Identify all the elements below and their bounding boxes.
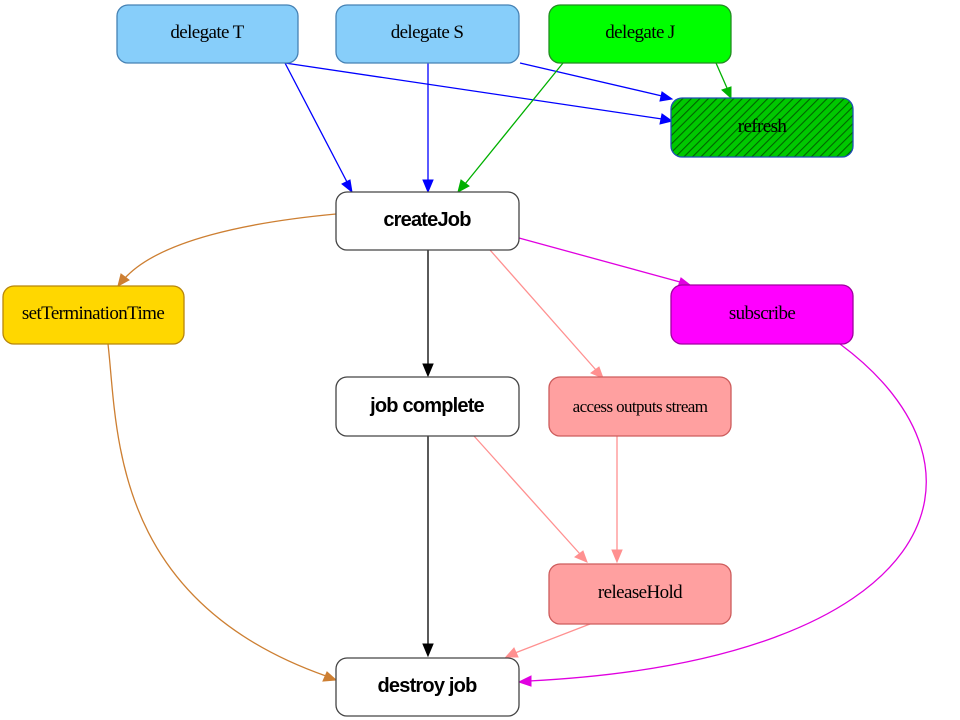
node-subscribe[interactable]: subscribe <box>670 284 854 345</box>
node-jobcomplete[interactable]: job complete <box>335 376 520 437</box>
node-label: delegate J <box>605 22 675 43</box>
edge-delegate-s-to-refresh <box>519 62 674 102</box>
node-delegate-j[interactable]: delegate J <box>548 4 732 64</box>
edge-delegate-j-to-createjob <box>457 62 564 193</box>
node-label: createJob <box>383 209 471 231</box>
edge-createjob-to-accessoutputs <box>489 249 604 379</box>
node-setterminationtime[interactable]: setTerminationTime <box>2 285 185 345</box>
node-delegate-t[interactable]: delegate T <box>116 4 299 64</box>
node-delegate-s[interactable]: delegate S <box>335 4 520 64</box>
node-label: setTerminationTime <box>22 303 164 324</box>
edge-createjob-to-jobcomplete <box>422 250 434 378</box>
node-accessoutputsstream[interactable]: access outputs stream <box>548 376 732 437</box>
edge-createjob-to-subscribe <box>518 237 692 288</box>
edge-jobcomplete-to-releasehold <box>473 435 588 563</box>
node-label: subscribe <box>729 303 796 324</box>
edge-delegate-t-to-refresh <box>284 62 674 125</box>
node-destroyjob[interactable]: destroy job <box>335 657 520 717</box>
node-refresh[interactable]: refresh <box>670 97 854 158</box>
node-label: refresh <box>738 116 788 137</box>
edge-jobcomplete-to-destroyjob <box>422 436 434 658</box>
edge-settermination-to-destroyjob <box>107 343 338 682</box>
node-releasehold[interactable]: releaseHold <box>548 563 732 625</box>
edge-accessoutputs-to-releasehold <box>611 436 623 564</box>
edge-delegate-s-to-createjob <box>422 63 434 194</box>
edges <box>107 62 927 687</box>
node-label: job complete <box>369 395 484 417</box>
edge-createjob-to-settermination <box>117 213 337 287</box>
node-label: access outputs stream <box>573 397 708 416</box>
node-label: delegate S <box>391 22 464 43</box>
node-label: destroy job <box>378 675 478 697</box>
node-label: delegate T <box>170 22 244 43</box>
edge-subscribe-to-destroyjob <box>517 343 927 687</box>
node-label: releaseHold <box>598 582 683 603</box>
node-createjob[interactable]: createJob <box>335 191 520 251</box>
edge-delegate-j-to-refresh <box>715 62 732 100</box>
edge-releasehold-to-destroyjob <box>504 623 591 658</box>
edge-delegate-t-to-createjob <box>284 62 353 194</box>
